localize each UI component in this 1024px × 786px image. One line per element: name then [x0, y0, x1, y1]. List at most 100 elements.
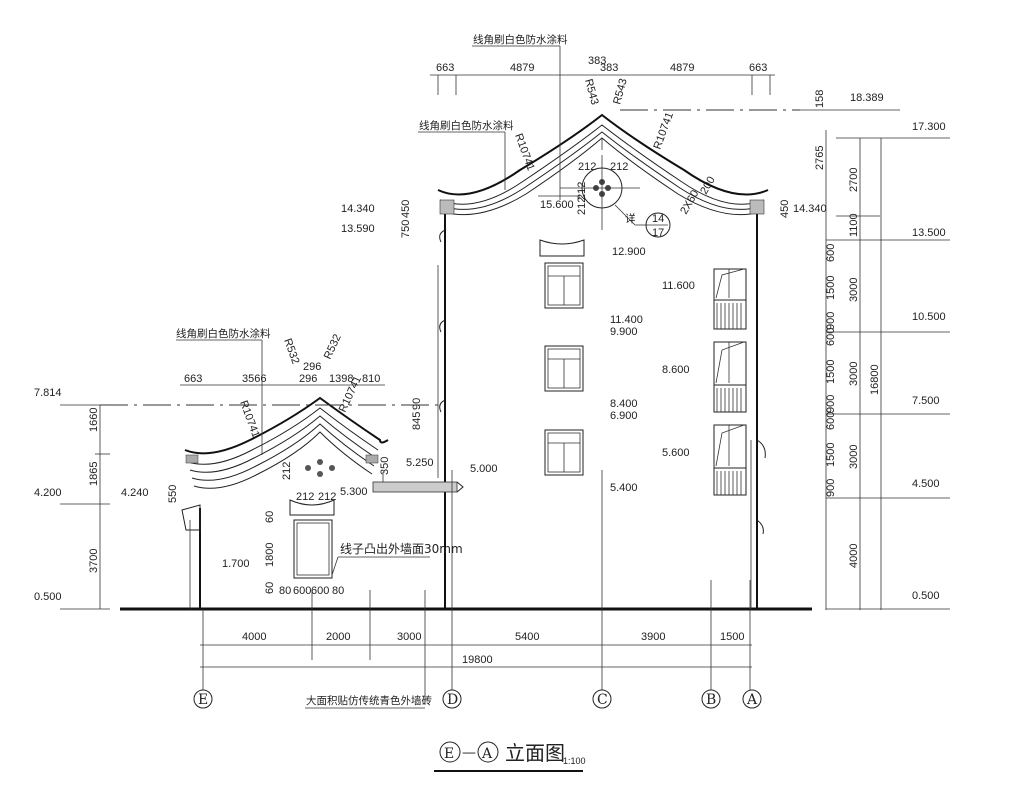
dim-inner: 1500: [825, 276, 837, 300]
dim-top-5: 4879: [670, 62, 694, 74]
dim-1865: 1865: [88, 462, 100, 486]
level-4240: 4.240: [121, 487, 149, 499]
eave-cornice: [372, 481, 458, 493]
dim-212: 212: [610, 161, 628, 173]
dim-845: 845: [411, 412, 423, 430]
window-top: [539, 239, 585, 309]
dim-bottom-6: 1500: [720, 631, 744, 643]
level-5250: 5.250: [406, 457, 434, 469]
level-7814: 7.814: [34, 387, 62, 399]
drawing-title: E — A 立面图 1:100: [434, 741, 586, 772]
balcony-mid: [713, 341, 747, 413]
radius-low-1: R532: [281, 337, 301, 366]
dim-3000-b: 3000: [848, 362, 860, 386]
level-11600: 11.600: [662, 280, 695, 292]
dim-1100: 1100: [848, 213, 860, 237]
level-15600: 15.600: [540, 199, 574, 211]
dim-16800: 16800: [869, 364, 881, 395]
main-building: 详 14 17: [437, 113, 769, 609]
dim-inner: 600: [825, 244, 837, 262]
gridlines: [200, 470, 752, 705]
detail-callout: [645, 212, 671, 238]
axis-a: A: [742, 689, 762, 709]
axis-c: C: [592, 689, 612, 709]
dim-2765: 2765: [814, 146, 826, 170]
dim-4000: 4000: [848, 544, 860, 568]
dim-212: 212: [578, 161, 596, 173]
level-8400: 8.400: [610, 398, 638, 410]
dim-212: 212: [281, 462, 293, 480]
dim-212: 212: [576, 182, 588, 200]
wall-panel: [293, 519, 333, 579]
level-12900: 12.900: [612, 246, 646, 258]
level-0500-left: 0.500: [34, 591, 62, 603]
dim-212: 212: [296, 491, 314, 503]
dim-3000-c: 3000: [848, 445, 860, 469]
dim-750: 750: [400, 220, 412, 238]
window-low: [544, 429, 584, 476]
radius-top-1: R543: [582, 78, 600, 107]
dim-350: 350: [379, 457, 391, 475]
dim-low-1: 663: [184, 373, 202, 385]
level-5300: 5.300: [340, 486, 368, 498]
dim-80-left: 80: [279, 585, 291, 597]
note-mid-coating: 线角刷白色防水涂料: [419, 119, 514, 132]
level-14340-right: 14.340: [793, 203, 827, 215]
radius-low-2: R532: [322, 332, 344, 361]
dim-inner: 1500: [825, 360, 837, 384]
dim-60-bottom: 60: [264, 582, 276, 594]
dim-80-right: 80: [332, 585, 344, 597]
level-17300: 17.300: [912, 121, 946, 133]
level-5600: 5.600: [662, 447, 690, 459]
svg-text:E: E: [198, 692, 208, 708]
svg-text:E: E: [444, 746, 454, 762]
level-4200: 4.200: [34, 487, 62, 499]
dim-inner: 900: [825, 312, 837, 330]
level-4500: 4.500: [912, 478, 940, 490]
svg-text:1:100: 1:100: [563, 756, 586, 766]
dim-top-4: 383: [600, 62, 618, 74]
dim-inner: 900: [825, 395, 837, 413]
level-11400: 11.400: [610, 314, 643, 326]
radius-top-4: R10741: [652, 111, 676, 151]
dim-top-2: 4879: [510, 62, 534, 74]
window-mid: [544, 345, 584, 392]
dim-low-3: 296: [303, 361, 321, 373]
dim-inner: 600: [825, 328, 837, 346]
level-9900: 9.900: [610, 326, 638, 338]
dim-212: 212: [318, 491, 336, 503]
svg-text:立面图: 立面图: [505, 741, 565, 765]
note-molding: 线子凸出外墙面30mm: [340, 542, 463, 556]
dim-158: 158: [814, 90, 826, 108]
svg-text:A: A: [481, 746, 493, 762]
dim-inner: 900: [825, 479, 837, 497]
dim-450-left: 450: [400, 200, 412, 218]
low-wing: [181, 396, 464, 609]
dim-low-2: 3566: [242, 373, 266, 385]
dim-bottom-total: 19800: [462, 654, 493, 666]
note-brick: 大面积贴仿传统青色外墙砖: [306, 694, 432, 707]
svg-text:A: A: [746, 692, 758, 708]
dim-2700: 2700: [848, 168, 860, 192]
dim-low-4: 296: [299, 373, 317, 385]
dim-90: 90: [411, 398, 423, 410]
axis-e: E: [193, 689, 213, 709]
dim-top-6: 663: [749, 62, 767, 74]
level-6900: 6.900: [610, 410, 638, 422]
level-18389: 18.389: [850, 92, 884, 104]
radius-top-2: R543: [611, 77, 629, 106]
dim-60-top: 60: [264, 511, 276, 523]
level-8600: 8.600: [662, 364, 690, 376]
dim-bottom-5: 3900: [641, 631, 665, 643]
level-5400: 5.400: [610, 482, 638, 494]
level-13500: 13.500: [912, 227, 946, 239]
dim-bottom-4: 5400: [515, 631, 539, 643]
dim-450-right: 450: [779, 200, 791, 218]
level-7500: 7.500: [912, 395, 940, 407]
detail-label: 详: [625, 212, 636, 225]
svg-text:D: D: [447, 692, 458, 708]
dim-2x60: 2X60: [678, 188, 701, 216]
svg-text:C: C: [597, 692, 608, 708]
dim-3000-a: 3000: [848, 278, 860, 302]
